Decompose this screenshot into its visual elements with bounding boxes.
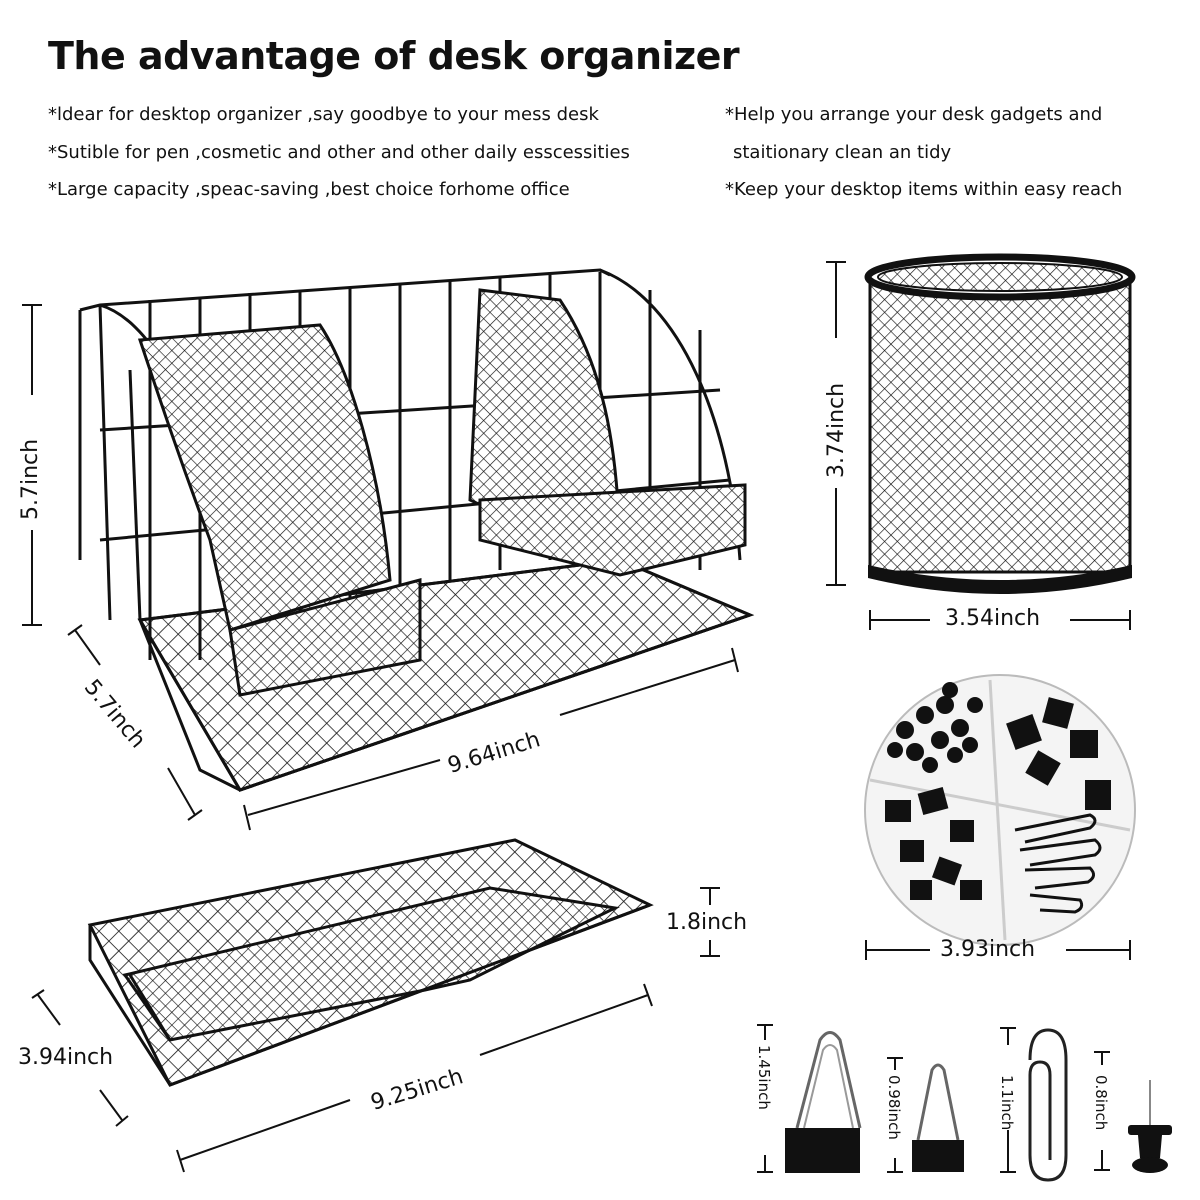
small-clip-label: 0.98inch <box>885 1075 903 1140</box>
accessory-dimension-lines <box>757 1024 1110 1173</box>
advantage-item: *Help you arrange your desk gadgets and <box>725 104 1103 125</box>
small-binder-clip <box>912 1063 964 1172</box>
advantage-item: staitionary clean an tidy <box>733 142 952 163</box>
advantage-item: *Keep your desktop items within easy rea… <box>725 179 1123 200</box>
tray-height-label: 1.8inch <box>666 910 748 935</box>
paper-clip-label: 1.1inch <box>998 1075 1016 1131</box>
tray-dimension-lines <box>31 887 720 1173</box>
large-clip-label: 1.45inch <box>755 1045 773 1110</box>
page-title: The advantage of desk organizer <box>48 34 740 78</box>
clip-box-width-label: 3.93inch <box>940 937 1036 962</box>
tray-depth-label: 3.94inch <box>18 1045 114 1070</box>
organizer-height-label: 5.7inch <box>18 438 43 520</box>
clip-storage-box <box>864 674 1136 946</box>
pen-holder-width-label: 3.54inch <box>945 606 1041 631</box>
mesh-tray <box>87 838 654 1087</box>
push-pin-label: 0.8inch <box>1092 1075 1110 1131</box>
advantage-item: *Sutible for pen ,cosmetic and other and… <box>48 142 630 163</box>
wire-organizer <box>78 268 755 792</box>
pen-holder-dimension-lines <box>826 261 1131 630</box>
advantage-item: *Large capacity ,speac-saving ,best choi… <box>48 179 570 200</box>
clip-box-dimension-lines <box>865 940 1131 960</box>
large-binder-clip <box>785 1031 862 1173</box>
advantage-item: *ldear for desktop organizer ,say goodby… <box>48 104 599 125</box>
organizer-dimension-lines <box>22 304 739 831</box>
push-pin-item <box>1128 1080 1172 1173</box>
paper-clip-item <box>1028 1028 1068 1182</box>
mesh-pen-holder <box>864 253 1136 594</box>
pen-holder-height-label: 3.74inch <box>824 382 849 478</box>
